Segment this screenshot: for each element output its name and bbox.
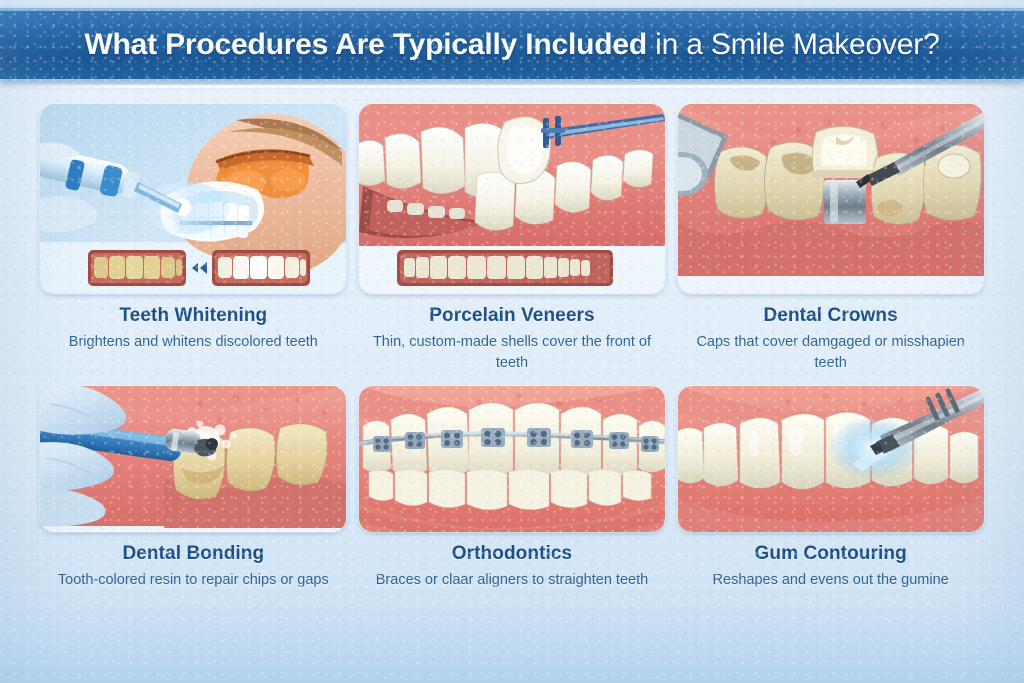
- caption-porcelain-veneers: Porcelain Veneers Thin, custom-made shel…: [362, 305, 662, 373]
- illustration-dental-bonding: [40, 386, 347, 532]
- card-description: Reshapes and evens out the gumine: [712, 572, 949, 588]
- card-dental-bonding[interactable]: Dental Bonding Tooth-colored resin to re…: [40, 386, 347, 658]
- header-band: What Procedures Are Typically Included i…: [0, 8, 1024, 88]
- card-description: Tooth-colored resin to repair chips or g…: [57, 572, 329, 588]
- card-porcelain-veneers[interactable]: Porcelain Veneers Thin, custom-made shel…: [358, 104, 666, 376]
- card-description: Thin, custom-made shells cover the front…: [372, 334, 651, 371]
- illustration-porcelain-veneers: [358, 104, 665, 294]
- card-orthodontics[interactable]: Orthodontics Braces or claar aligners to…: [358, 386, 666, 658]
- caption-dental-bonding: Dental Bonding Tooth-colored resin to re…: [43, 543, 343, 591]
- caption-gum-contouring: Gum Contouring Reshapes and evens out th…: [681, 543, 981, 591]
- card-teeth-whitening[interactable]: Teeth Whitening Brightens and whitens di…: [40, 104, 347, 376]
- card-title: Gum Contouring: [754, 543, 907, 564]
- illustration-teeth-whitening: [40, 104, 347, 294]
- card-title: Orthodontics: [451, 543, 573, 564]
- card-description: Brightens and whitens discolored teeth: [68, 334, 318, 350]
- caption-teeth-whitening: Teeth Whitening Brightens and whitens di…: [43, 305, 343, 353]
- illustration-dental-crowns: [677, 104, 984, 294]
- card-title: Teeth Whitening: [119, 305, 268, 326]
- card-title: Porcelain Veneers: [429, 305, 595, 326]
- page-title-strong: What Procedures Are Typically Included: [84, 28, 647, 61]
- caption-orthodontics: Orthodontics Braces or claar aligners to…: [362, 543, 662, 591]
- procedure-grid: Teeth Whitening Brightens and whitens di…: [40, 104, 984, 659]
- illustration-orthodontics: [358, 386, 665, 532]
- card-description: Braces or claar aligners to straighten t…: [375, 572, 649, 588]
- caption-dental-crowns: Dental Crowns Caps that cover damgaged o…: [681, 305, 981, 373]
- card-dental-crowns[interactable]: Dental Crowns Caps that cover damgaged o…: [677, 104, 984, 376]
- page-title-light: in a Smile Makeover?: [646, 28, 940, 61]
- card-gum-contouring[interactable]: Gum Contouring Reshapes and evens out th…: [677, 386, 984, 658]
- page-title: What Procedures Are Typically Included i…: [84, 28, 939, 62]
- card-description: Caps that cover damgaged or misshapien t…: [696, 334, 965, 371]
- card-title: Dental Crowns: [763, 305, 898, 326]
- illustration-gum-contouring: [677, 386, 984, 532]
- card-title: Dental Bonding: [122, 543, 265, 564]
